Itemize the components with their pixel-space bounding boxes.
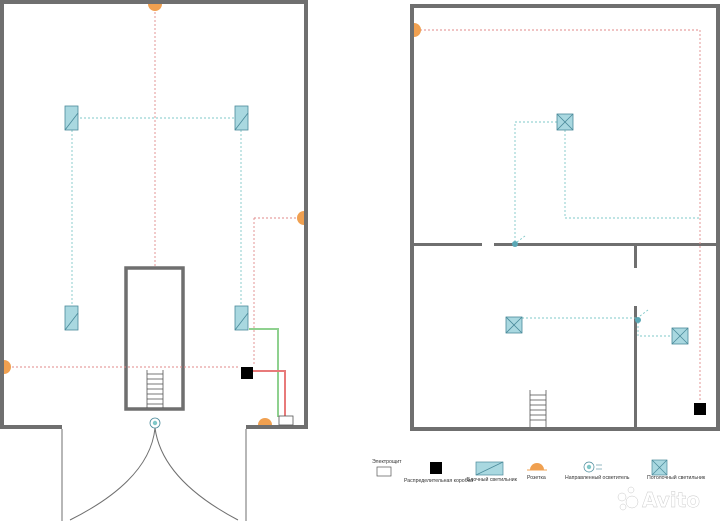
- legend-ceiling-light-label: Потолочный светильник: [647, 474, 706, 481]
- legend-block-light-label: Блочный светильник: [467, 476, 518, 483]
- socket-icon: [258, 418, 272, 425]
- half-circle-icon: [530, 463, 544, 470]
- switch-icon: [512, 241, 518, 247]
- socket-icon: [297, 211, 304, 225]
- lighting-wiring-right: [514, 121, 700, 337]
- switch-icon: [635, 317, 641, 323]
- legend-directional-light-label: Направленный осветитель: [565, 474, 630, 481]
- feed-cable-green: [249, 328, 279, 417]
- legend-directional-light: Направленный осветитель: [565, 461, 630, 481]
- legend-panel: Электрощит: [372, 459, 402, 477]
- legend-socket: Розетка: [527, 463, 547, 481]
- avito-logo-icon: [619, 503, 627, 511]
- stair-shaft: [124, 266, 185, 411]
- avito-logo-icon: [625, 495, 639, 509]
- staircase-left: [146, 370, 164, 408]
- socket-wiring-left: [8, 8, 300, 368]
- entrance-vestibule: [61, 427, 247, 521]
- legend-junction-box: Распределительная коробка: [404, 462, 473, 484]
- avito-watermark-text: Avito: [642, 488, 700, 512]
- socket-wiring-right: [420, 29, 701, 402]
- legend-socket-label: Розетка: [527, 475, 546, 481]
- left-building-walls: [0, 0, 308, 429]
- ceiling-light-icon: [556, 113, 574, 131]
- right-building-walls: [410, 4, 720, 431]
- ceiling-light-icon: [671, 327, 689, 345]
- panel-icon: [376, 466, 392, 477]
- avito-logo-icon: [627, 486, 635, 494]
- socket-icon: [414, 23, 421, 37]
- right-building: [410, 4, 720, 431]
- partition-wall: [634, 246, 637, 268]
- directional-light-icon: [149, 417, 161, 429]
- staircase-right: [529, 390, 547, 427]
- feed-cable-red: [249, 370, 286, 417]
- avito-logo-icon: [617, 492, 627, 502]
- avito-watermark: Avito: [617, 486, 700, 512]
- legend-panel-label: Электрощит: [372, 459, 402, 465]
- electrical-panel-icon: [278, 415, 294, 426]
- legend-block-light: Блочный светильник: [467, 461, 518, 483]
- ceiling-light-icon: [505, 316, 523, 334]
- junction-box-icon: [694, 403, 706, 415]
- block-light-icon: [64, 105, 79, 131]
- partition-wall: [634, 306, 637, 427]
- socket-icon: [148, 4, 162, 11]
- socket-icon: [4, 360, 11, 374]
- left-building: [0, 0, 308, 521]
- block-light-icon: [64, 305, 79, 331]
- junction-box-icon: [241, 367, 253, 379]
- partition-wall: [494, 243, 716, 246]
- filled-square-icon: [430, 462, 442, 474]
- block-light-icon: [234, 105, 249, 131]
- block-light-icon: [234, 305, 249, 331]
- partition-wall: [414, 243, 482, 246]
- lighting-wiring-left: [71, 117, 242, 318]
- legend: Электрощит Распределительная коробка Бло…: [372, 459, 706, 484]
- legend-ceiling-light: Потолочный светильник: [647, 459, 706, 481]
- legend-junction-box-label: Распределительная коробка: [404, 478, 473, 484]
